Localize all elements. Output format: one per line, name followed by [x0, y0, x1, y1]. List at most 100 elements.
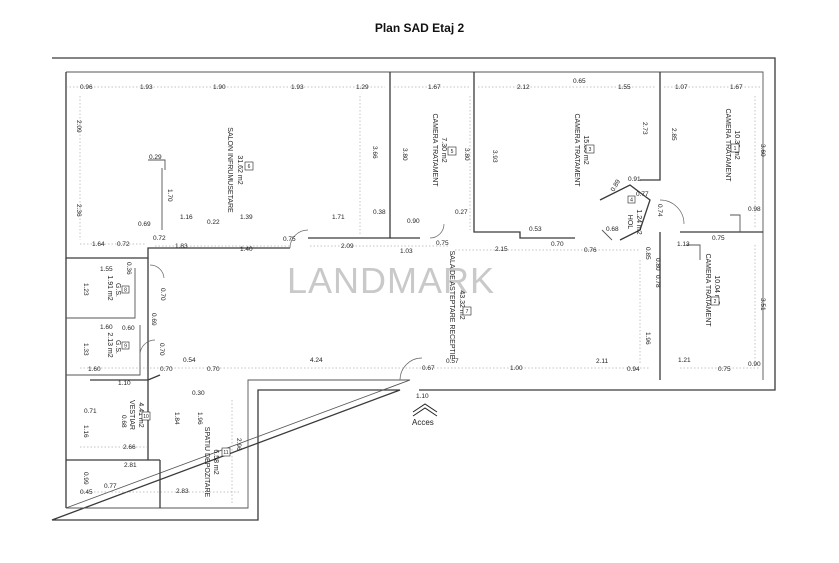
dim-label: 1.93 — [291, 84, 304, 91]
room-receptie-name: SALA DE ASTEPTARE RECEPTIE — [448, 251, 455, 360]
dim-label: 1.03 — [400, 248, 413, 255]
room-camera3: CAMERA TRATAMENT 10.30 m2 1 — [724, 108, 740, 182]
room-depozitare-area: 6.58 m2 — [212, 449, 219, 474]
room-camera3-badge-box — [730, 143, 740, 153]
room-gs1-name: G.S. — [114, 283, 121, 297]
room-gs2-badge-box — [121, 341, 130, 350]
dim-label: 1.23 — [82, 283, 89, 296]
dim-label: 0.70 — [160, 366, 173, 373]
room-gs1: 1.91 m2 G.S. 8 — [106, 275, 130, 301]
dim-label: 1.07 — [675, 84, 688, 91]
dim-label: 3.66 — [371, 146, 378, 159]
room-depozitare-badge: 11 — [223, 450, 228, 456]
room-gs1-badge-box — [121, 285, 130, 294]
interior-walls — [65, 72, 763, 508]
room-camera3-name: CAMERA TRATAMENT — [724, 108, 731, 182]
dim-label: 1.67 — [730, 84, 743, 91]
dim-label: 1.29 — [356, 84, 369, 91]
dim-label: 1.60 — [88, 366, 101, 373]
room-camera4-badge: 2 — [714, 299, 717, 305]
dim-label: 1.10 — [118, 380, 131, 387]
watermark-text: LANDMARK — [287, 260, 495, 301]
dim-label: 0.22 — [207, 219, 220, 226]
room-camera1-area: 7.30 m2 — [440, 137, 447, 162]
room-receptie-badge-box — [462, 306, 472, 316]
room-receptie-area: 43.32 m2 — [458, 290, 465, 319]
dim-label: 0.90 — [407, 218, 420, 225]
dim-label: 1.60 — [100, 324, 113, 331]
dim-label: 0.54 — [183, 357, 196, 364]
dim-label: 0.90 — [748, 361, 761, 368]
dim-label: 1.96 — [196, 412, 203, 425]
room-salon-badge-box — [244, 161, 254, 171]
dim-label: 0.38 — [373, 209, 386, 216]
dim-label: 1.10 — [416, 393, 429, 400]
dim-label: 2.11 — [596, 358, 609, 365]
dim-label: 2.81 — [124, 462, 137, 469]
room-hol-badge-box — [627, 195, 636, 204]
room-salon: SALON INFRUMUSETARE 31.62 m2 6 — [226, 127, 254, 213]
dim-label: 1.71 — [332, 214, 345, 221]
dim-label: 0.85 — [644, 247, 651, 260]
room-camera2-badge: 3 — [589, 147, 592, 153]
dim-label: 0.30 — [192, 390, 205, 397]
dim-label: 4.24 — [310, 357, 323, 364]
room-depozitare-name: SPATIU DEPOZITARE — [203, 427, 210, 498]
room-hol-name: HOL — [626, 215, 633, 230]
entrance-label: Acces — [412, 418, 434, 427]
room-vestiar-name: VESTIAR — [128, 400, 135, 430]
room-hol-badge: 4 — [630, 198, 633, 204]
dim-label: 2.09 — [75, 120, 82, 133]
entrance-marker: Acces — [412, 403, 438, 427]
room-depozitare: SPATIU DEPOZITARE 6.58 m2 11 — [203, 427, 231, 498]
room-salon-name: SALON INFRUMUSETARE — [226, 127, 233, 213]
room-vestiar-area: 4.41 m2 — [137, 402, 144, 427]
room-camera1: CAMERA TRATAMENT 7.30 m2 5 — [431, 113, 457, 187]
room-camera4-name: CAMERA TRATAMENT — [704, 253, 711, 327]
dim-label: 0.89 — [610, 178, 623, 193]
dim-label: 1.90 — [213, 84, 226, 91]
room-vestiar-badge-box — [141, 411, 151, 421]
outer-wall — [51, 57, 776, 521]
room-gs2-name: G.S. — [114, 340, 121, 354]
dim-label: 1.16 — [82, 425, 89, 438]
room-camera2: CAMERA TRATAMENT 15.80 m2 3 — [573, 113, 595, 187]
dim-label: 0.72 — [117, 241, 130, 248]
room-gs2-area: 2.13 m2 — [106, 332, 113, 357]
dim-label: 2.83 — [176, 488, 189, 495]
dimension-labels: 0.96 1.93 1.90 1.93 1.29 1.67 2.12 0.65 … — [75, 78, 766, 496]
dim-label: 0.70 — [551, 241, 564, 248]
dim-label: 1.84 — [173, 412, 180, 425]
dim-label: 1.93 — [140, 84, 153, 91]
dim-label: 3.80 — [401, 148, 408, 161]
dim-label: 3.80 — [463, 148, 470, 161]
dim-label: 0.75 — [283, 236, 296, 243]
room-camera1-badge-box — [447, 146, 457, 156]
dimension-lines — [66, 86, 760, 505]
dim-label: 0.53 — [529, 226, 542, 233]
dim-label: 1.00 — [510, 365, 523, 372]
room-camera4-area: 10.04 m2 — [713, 275, 720, 304]
dim-label: 0.68 — [120, 415, 127, 428]
room-vestiar-badge: 10 — [143, 414, 149, 420]
dim-label: 1.55 — [618, 84, 631, 91]
dim-label: 0.27 — [455, 209, 468, 216]
room-depozitare-badge-box — [221, 447, 231, 457]
dim-label: 0.60 — [122, 325, 135, 332]
dim-label: 0.71 — [84, 408, 97, 415]
dim-label: 1.13 — [677, 241, 690, 248]
dim-label: 0.45 — [80, 489, 93, 496]
dim-label: 0.76 — [584, 247, 597, 254]
dim-label: 1.64 — [92, 241, 105, 248]
dim-label: 0.96 — [80, 84, 93, 91]
room-camera4-badge-box — [710, 296, 720, 306]
dim-label: 0.70 — [158, 343, 165, 356]
room-camera1-name: CAMERA TRATAMENT — [431, 113, 438, 187]
room-camera2-name: CAMERA TRATAMENT — [573, 113, 580, 187]
dim-label: 3.93 — [491, 150, 498, 163]
dim-label: 1.40 — [240, 246, 253, 253]
dim-label: 0.36 — [125, 262, 132, 275]
dim-label: 0.74 — [656, 204, 663, 217]
dim-label: 0.70 — [207, 366, 220, 373]
